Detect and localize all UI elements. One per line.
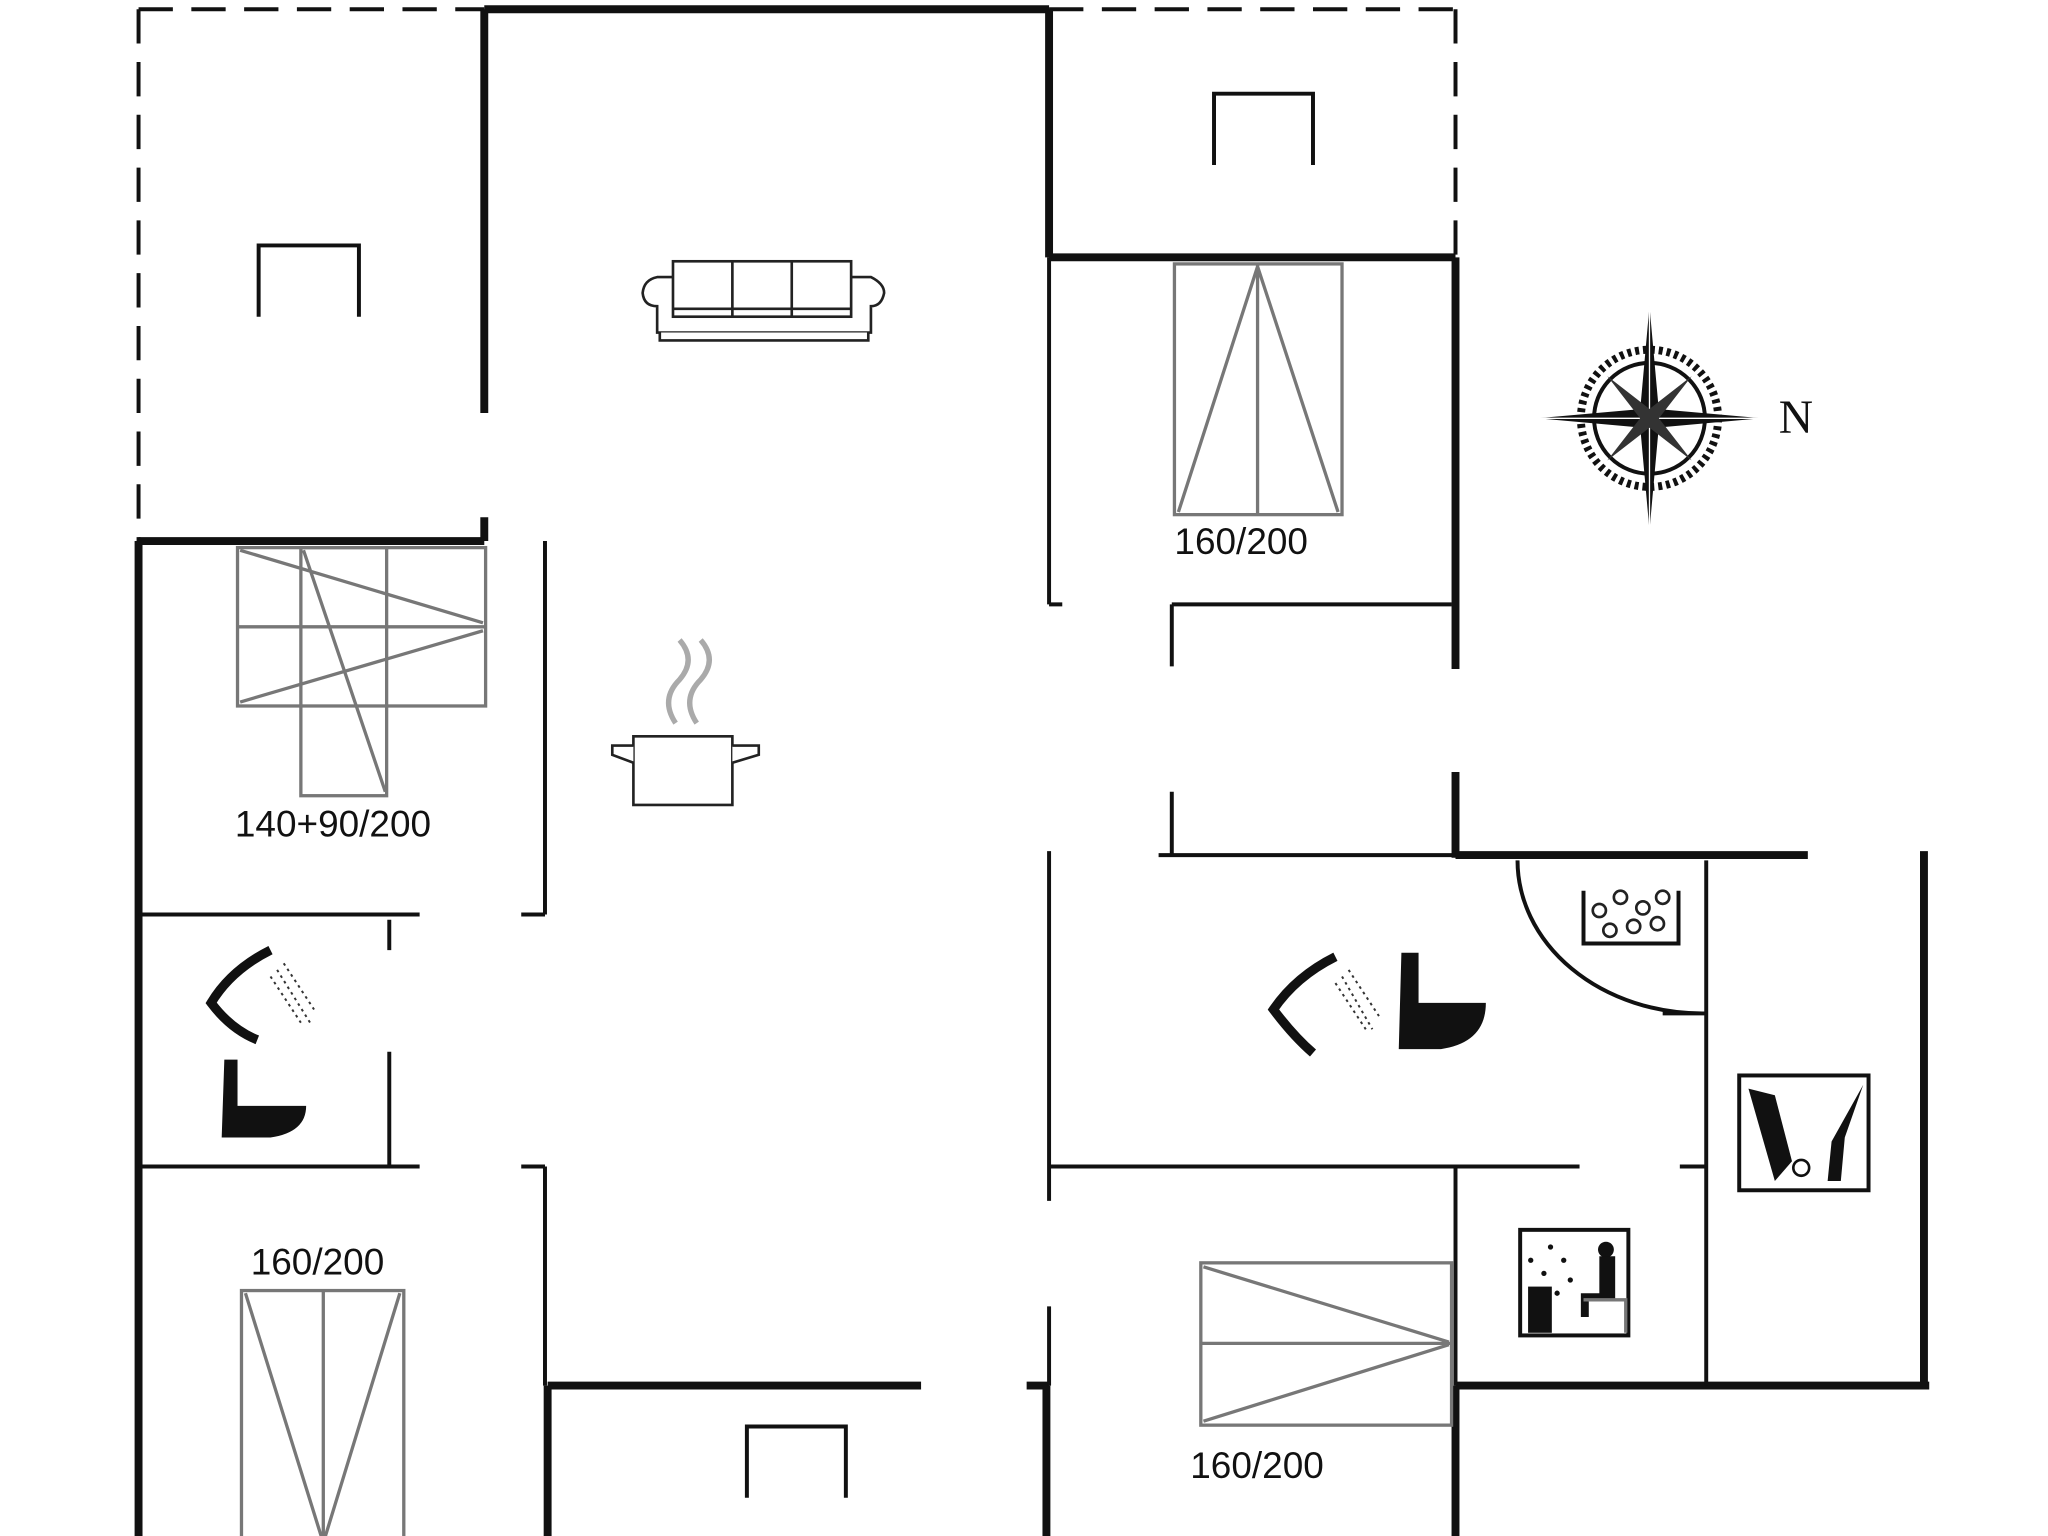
bed-label: 160/200 (1174, 521, 1308, 562)
compass-rose-icon (1537, 306, 1762, 531)
whirlpool-icon (1581, 889, 1681, 946)
terrace-door-icon (256, 243, 361, 317)
toilet-icon (221, 1059, 307, 1138)
sauna-icon (1518, 1227, 1631, 1338)
shower-icon (205, 945, 315, 1045)
compass-north-label: N (1779, 392, 1813, 444)
spa-door-arc (1515, 860, 1705, 1016)
bunk-bed (235, 545, 488, 798)
double-bed-2 (239, 1288, 406, 1536)
terrace-door-icon (1212, 91, 1315, 165)
cleaning-icon (1737, 1073, 1871, 1193)
shower-icon (1267, 952, 1380, 1057)
toilet-icon (1398, 952, 1486, 1050)
bed-label: 160/200 (251, 1242, 385, 1283)
interior-walls (138, 257, 1709, 1386)
terrace-door-icon (744, 1424, 848, 1498)
exterior-walls (134, 5, 1930, 1536)
cooking-pot-icon (610, 638, 761, 807)
bed-label: 160/200 (1190, 1445, 1324, 1486)
outdoor-terrace-outline (136, 7, 1458, 542)
double-bed-1 (1172, 262, 1344, 517)
bed-label: 140+90/200 (235, 804, 431, 845)
double-bed-3 (1199, 1261, 1454, 1427)
sofa-icon (641, 259, 886, 342)
